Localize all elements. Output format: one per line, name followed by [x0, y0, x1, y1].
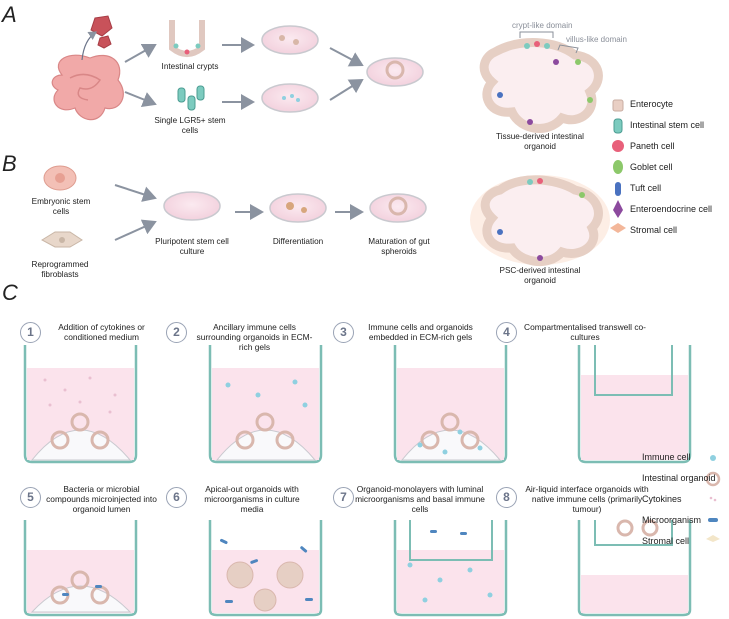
cytokine-dots [43, 376, 117, 414]
label-intestinal-crypts: Intestinal crypts [161, 62, 219, 71]
model-number-4: 4 [496, 322, 517, 343]
arrows-a [124, 37, 364, 110]
model-caption-3: Immune cells and organoids embedded in E… [368, 322, 473, 342]
tissue-organoid-drawing [479, 31, 603, 133]
model-number-8: 8 [496, 487, 517, 508]
model-caption-4: Compartmentalised transwell co-cultures [524, 322, 646, 342]
embryonic-stem-cell-drawing [43, 165, 77, 191]
label-tissue-organoid: Tissue-derived intestinal organoid [496, 132, 584, 151]
legend-stromal-cell: Stromal cell [642, 536, 690, 546]
apical-out-organoids [226, 561, 304, 612]
model-caption-2: Ancillary immune cells surrounding organ… [196, 322, 313, 352]
ecm-gels [30, 429, 502, 613]
legend-immune-cell: Immune cell [642, 452, 691, 462]
psc-organoid-drawing [470, 175, 610, 267]
model-number-5: 5 [20, 487, 41, 508]
arrows-b [114, 184, 364, 241]
label-pluripotent: Pluripotent stem cell culture [155, 237, 229, 256]
legend-cells: Enterocyte Intestinal stem cell Paneth c… [630, 99, 712, 246]
model-number-7: 7 [333, 487, 354, 508]
panel-label-a: A [2, 2, 17, 27]
panel-label-b: B [2, 151, 17, 176]
legend-c-icons [705, 455, 721, 542]
legend-enterocyte: Enterocyte [630, 99, 674, 109]
legend-goblet: Goblet cell [630, 162, 673, 172]
model-number-1: 1 [20, 322, 41, 343]
model-caption-7: Organoid-monolayers with luminal microor… [355, 484, 485, 514]
legend-stromal: Stromal cell [630, 225, 678, 235]
dishes-a [261, 25, 424, 113]
legend-enteroendocrine: Enteroendocrine cell [630, 204, 713, 214]
model-caption-5: Bacteria or microbial compounds microinj… [46, 484, 157, 514]
model-number-2: 2 [166, 322, 187, 343]
transwell-inserts [409, 345, 673, 561]
label-crypt-domain: crypt-like domain [512, 21, 573, 30]
label-villus-domain: villus-like domain [566, 35, 627, 44]
legend-tuft: Tuft cell [630, 183, 662, 193]
fibroblast-drawing [40, 231, 83, 248]
legend-intestinal-organoid: Intestinal organoid [642, 473, 716, 483]
label-embryonic: Embryonic stem cells [31, 197, 91, 216]
legend-microorganism: Microorganism [642, 515, 702, 525]
model-caption-1: Addition of cytokines or conditioned med… [58, 322, 145, 342]
dishes-b [163, 191, 427, 223]
microbes [62, 530, 467, 603]
wells [23, 345, 692, 617]
organoid-icons [50, 412, 659, 605]
panel-label-c: C [2, 280, 18, 305]
label-psc-organoid: PSC-derived intestinal organoid [499, 266, 581, 285]
model-caption-8: Air-liquid interface organoids with nati… [525, 484, 649, 514]
legend-c: Immune cell Intestinal organoid Cytokine… [642, 452, 716, 557]
label-lgr5-stem-cells: Single LGR5+ stem cells [154, 116, 226, 135]
legend-cytokines: Cytokines [642, 494, 682, 504]
model-number-3: 3 [333, 322, 354, 343]
model-number-6: 6 [166, 487, 187, 508]
legend-cell-icons [610, 99, 626, 233]
immune-dots [225, 379, 493, 603]
label-differentiation: Differentiation [272, 237, 324, 246]
legend-stem-cell: Intestinal stem cell [630, 120, 705, 130]
legend-paneth: Paneth cell [630, 141, 675, 151]
crypt-drawing [169, 20, 205, 57]
model-caption-6: Apical-out organoids with microorganisms… [204, 484, 300, 514]
intestine-illustration [51, 15, 124, 121]
label-fibroblasts: Reprogrammed fibroblasts [31, 260, 89, 279]
label-maturation: Maturation of gut spheroids [368, 237, 430, 256]
stem-cells-drawing [177, 85, 205, 111]
